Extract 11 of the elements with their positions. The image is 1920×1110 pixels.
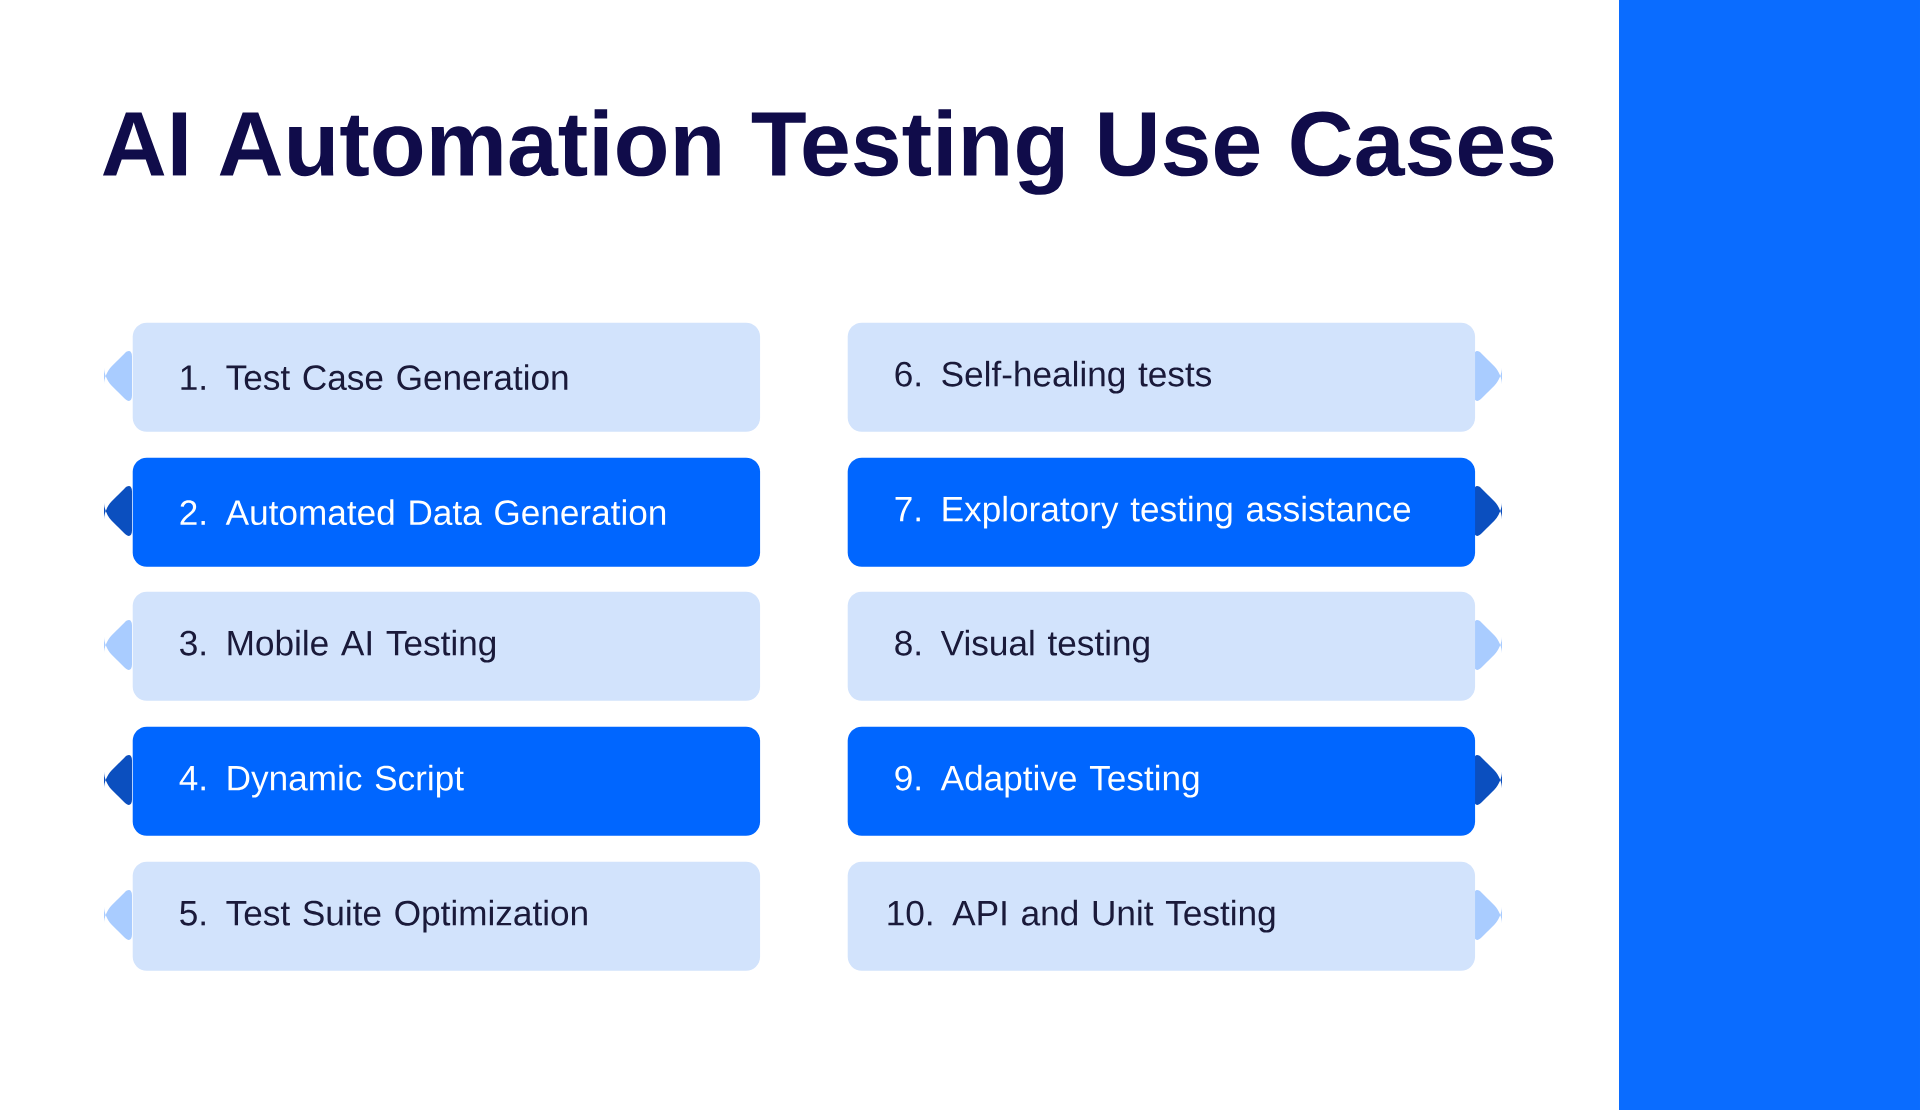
list-item-box: 6. Self-healing tests — [847, 322, 1502, 432]
list-item-box: 7. Exploratory testing assistance — [847, 457, 1502, 567]
list-item-box: 10. API and Unit Testing — [847, 861, 1502, 971]
list-item-box: 3. Mobile AI Testing — [104, 591, 761, 701]
list-item-box: 1. Test Case Generation — [104, 322, 761, 432]
title: AI Automation Testing Use Cases — [103, 109, 1554, 195]
list-item-box: 8. Visual testing — [847, 591, 1502, 701]
list-item-box: 4. Dynamic Script — [104, 726, 761, 836]
list-item-box: 2. Automated Data Generation — [104, 457, 761, 567]
list-item-box: 9. Adaptive Testing — [847, 726, 1502, 836]
list-item-box: 5. Test Suite Optimization — [104, 861, 761, 971]
